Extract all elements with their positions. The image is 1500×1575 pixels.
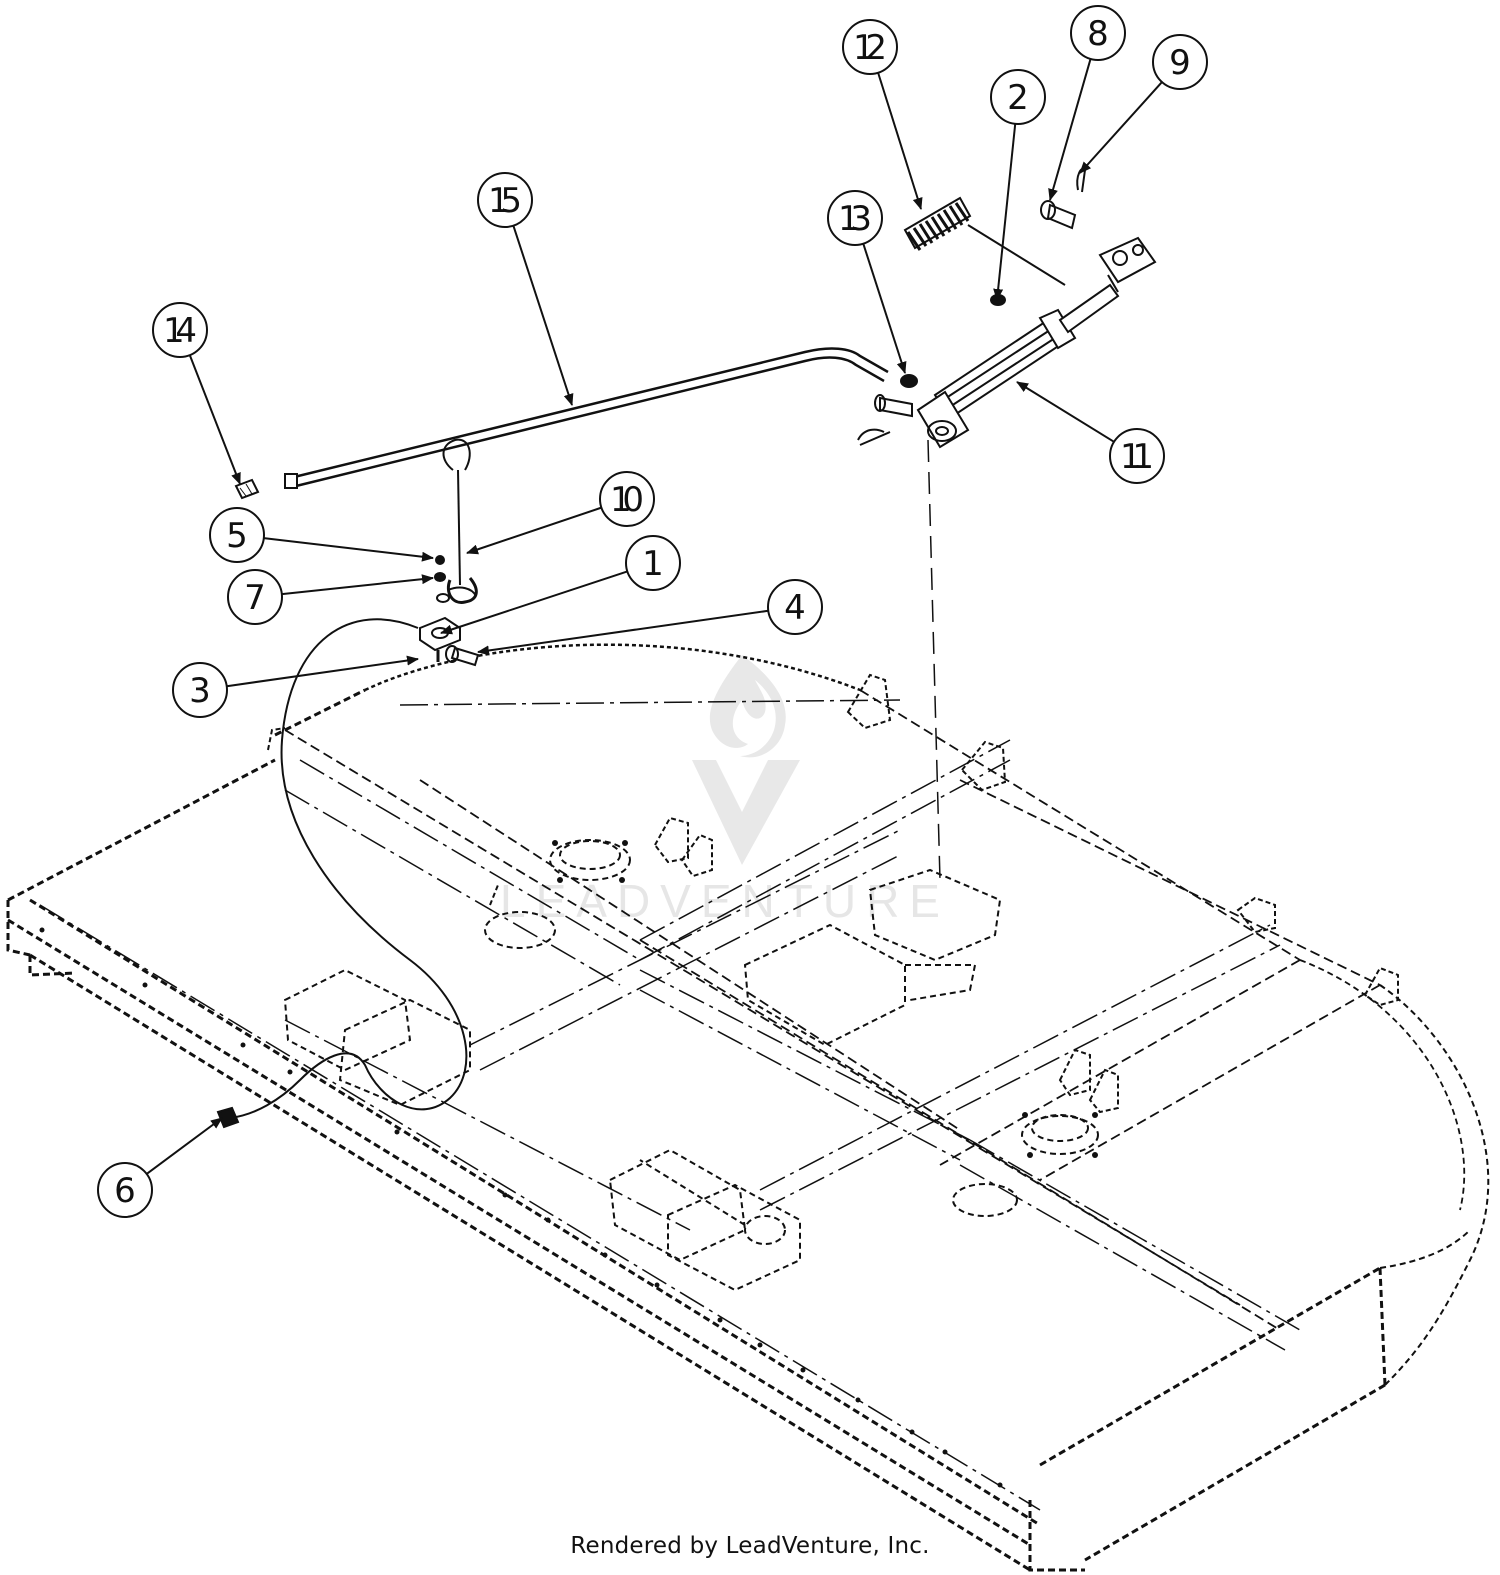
callout-8-balloon xyxy=(1070,5,1126,61)
callout-1-balloon xyxy=(625,535,681,591)
callout-11-balloon xyxy=(1109,428,1165,484)
callout-7: 7 xyxy=(227,569,434,625)
leadventure-watermark: LEADVENTURE xyxy=(500,655,950,927)
callout-4-label: 4 xyxy=(784,588,806,628)
latch-bolt xyxy=(445,645,480,667)
callout-15-balloon xyxy=(477,172,533,228)
mower-deck xyxy=(6,643,1490,1572)
callout-9-leader xyxy=(1079,81,1163,174)
callout-1-leader xyxy=(440,570,628,635)
callout-14-leader xyxy=(188,354,241,485)
lift-rod xyxy=(284,347,889,489)
callout-7-leader xyxy=(281,574,434,596)
callout-14: 14 xyxy=(152,302,241,485)
callout-1: 1 xyxy=(440,535,681,635)
callout-6: 6 xyxy=(97,1117,223,1218)
callout-5: 5 xyxy=(209,507,434,563)
callout-9: 9 xyxy=(1079,34,1208,174)
callout-9-label: 9 xyxy=(1169,43,1191,83)
callout-6-label: 6 xyxy=(114,1171,136,1211)
callout-5-label: 5 xyxy=(226,516,248,556)
callout-12-leader xyxy=(877,72,923,210)
callout-5-balloon xyxy=(209,507,265,563)
callout-12: 12 xyxy=(842,19,923,210)
callout-10: 10 xyxy=(466,471,655,555)
callout-11-label: 11 xyxy=(1120,437,1154,477)
callout-5-leader xyxy=(263,537,434,562)
callout-15-leader xyxy=(512,225,574,406)
lift-handle xyxy=(442,438,478,604)
callout-3-leader xyxy=(226,655,419,688)
callout-6-balloon xyxy=(97,1162,153,1218)
cylinder-nut xyxy=(900,374,918,388)
watermark-text: LEADVENTURE xyxy=(500,875,950,927)
callout-13-label: 13 xyxy=(838,199,872,239)
latch-bracket xyxy=(419,616,461,652)
callout-13-balloon xyxy=(827,190,883,246)
callout-14-balloon xyxy=(152,302,208,358)
callout-10-leader xyxy=(466,506,602,555)
callout-8: 8 xyxy=(1048,5,1126,201)
callout-3: 3 xyxy=(172,655,419,718)
alignment-line xyxy=(927,439,941,881)
washer-5 xyxy=(435,555,445,565)
flame-logo-icon xyxy=(692,655,800,865)
callout-10-label: 10 xyxy=(610,480,644,520)
callout-10-balloon xyxy=(599,471,655,527)
hydraulic-cylinder xyxy=(916,236,1157,449)
lower-pin xyxy=(857,394,913,446)
callout-3-label: 3 xyxy=(189,671,211,711)
clevis-pin xyxy=(1040,200,1077,230)
release-cable xyxy=(216,618,468,1129)
callout-4: 4 xyxy=(477,579,823,656)
callout-7-label: 7 xyxy=(244,578,266,618)
callout-13-leader xyxy=(862,243,907,374)
callout-6-leader xyxy=(146,1117,223,1175)
washer-7 xyxy=(434,572,446,582)
callout-15: 15 xyxy=(477,172,574,406)
callout-14-label: 14 xyxy=(163,311,197,351)
lift-spring xyxy=(903,196,972,251)
callout-8-label: 8 xyxy=(1087,14,1109,54)
callout-3-balloon xyxy=(172,662,228,718)
callout-2-leader xyxy=(993,123,1017,301)
callout-12-balloon xyxy=(842,19,898,75)
callout-8-leader xyxy=(1048,58,1092,201)
callout-11-leader xyxy=(1016,381,1115,443)
callout-2: 2 xyxy=(990,69,1046,301)
footer-credit: Rendered by LeadVenture, Inc. xyxy=(570,1533,930,1559)
rod-nut xyxy=(234,478,260,500)
callout-1-label: 1 xyxy=(642,544,664,584)
callout-11: 11 xyxy=(1016,381,1165,484)
callout-7-balloon xyxy=(227,569,283,625)
callout-9-balloon xyxy=(1152,34,1208,90)
callout-2-label: 2 xyxy=(1007,78,1029,118)
washer-lower xyxy=(436,593,450,603)
callout-15-label: 15 xyxy=(488,181,522,221)
callout-13: 13 xyxy=(827,190,907,374)
parts xyxy=(216,167,1157,1129)
callout-12-label: 12 xyxy=(853,28,887,68)
callout-4-leader xyxy=(477,609,769,656)
callout-4-balloon xyxy=(767,579,823,635)
callout-2-balloon xyxy=(990,69,1046,125)
